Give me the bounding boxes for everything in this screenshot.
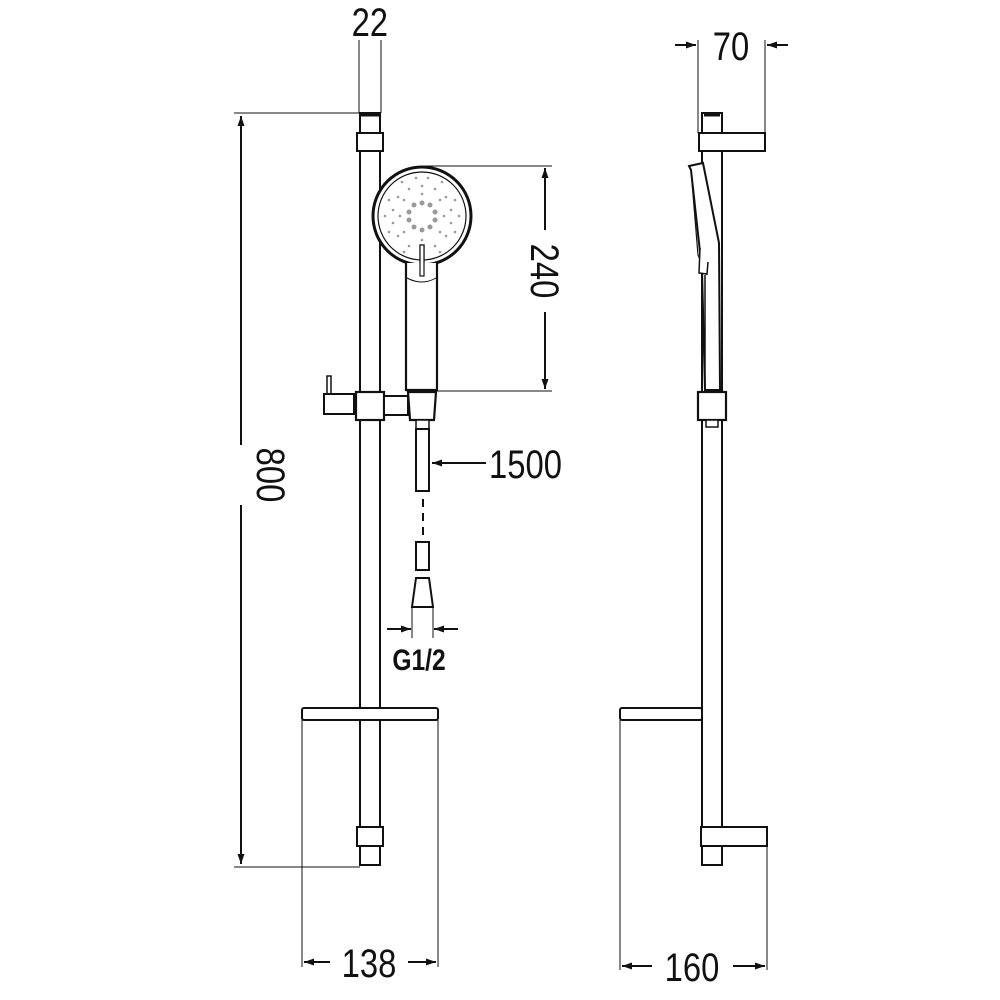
rail xyxy=(356,112,384,866)
top-bracket xyxy=(356,132,384,152)
front-dimension-labels: 22 800 240 1500 G1/2 138 xyxy=(248,0,567,986)
side-dimension-labels: 70 160 xyxy=(665,24,750,990)
dim-rail-height: 800 xyxy=(248,448,293,503)
dim-wall-bracket-depth: 70 xyxy=(713,24,749,69)
shower-holder xyxy=(323,375,438,422)
dim-connection-thread: G1/2 xyxy=(392,643,445,677)
side-bottom-bracket xyxy=(700,826,768,847)
dim-soap-dish-width: 138 xyxy=(342,941,397,986)
hand-shower xyxy=(371,165,473,392)
front-dimension-lines xyxy=(234,40,552,967)
dim-hand-shower-length: 240 xyxy=(522,244,567,299)
side-view xyxy=(619,112,768,866)
side-dimension-lines xyxy=(619,40,788,970)
bottom-bracket xyxy=(356,826,384,847)
soap-dish xyxy=(301,707,439,721)
side-holder xyxy=(696,390,728,422)
front-view xyxy=(301,112,473,866)
dim-hose-length: 1500 xyxy=(489,442,562,487)
side-top-bracket xyxy=(698,132,766,152)
dim-rail-diameter: 22 xyxy=(352,0,388,45)
hose xyxy=(410,419,435,608)
nozzle-pattern xyxy=(383,176,461,254)
side-hand-shower xyxy=(687,161,722,391)
dim-soap-dish-depth: 160 xyxy=(665,945,720,990)
side-soap-dish xyxy=(619,707,703,721)
